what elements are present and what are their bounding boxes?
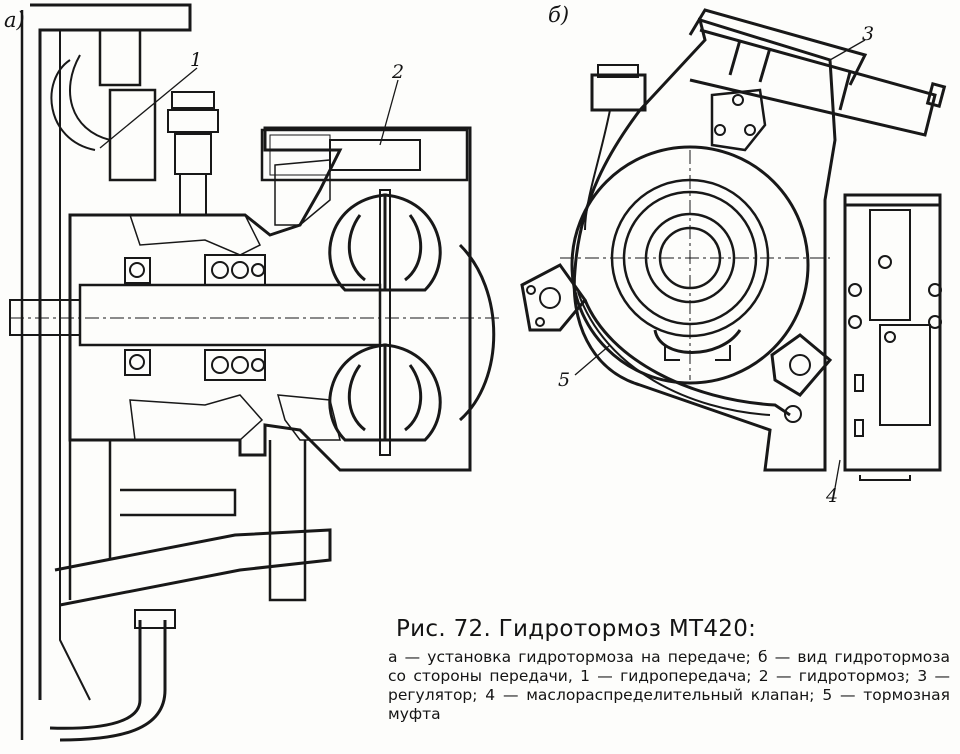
callout-2: 2 bbox=[391, 61, 404, 83]
callout-3: 3 bbox=[862, 23, 874, 45]
panel-b-drawing bbox=[520, 8, 947, 481]
callout-1: 1 bbox=[190, 49, 202, 71]
panel-b-label: б) bbox=[548, 3, 569, 27]
caption-title: Рис. 72. Гидротормоз МТ420: bbox=[396, 616, 757, 642]
caption-body: а — установка гидротормоза на передаче; … bbox=[388, 648, 950, 723]
panel-a-drawing bbox=[9, 3, 500, 742]
callout-4: 4 bbox=[825, 485, 838, 507]
figure-caption: Рис. 72. Гидротормоз МТ420: а — установк… bbox=[388, 616, 956, 724]
callout-leaders bbox=[99, 39, 866, 489]
callout-5: 5 bbox=[558, 369, 570, 391]
panel-a-label: а) bbox=[4, 8, 25, 32]
